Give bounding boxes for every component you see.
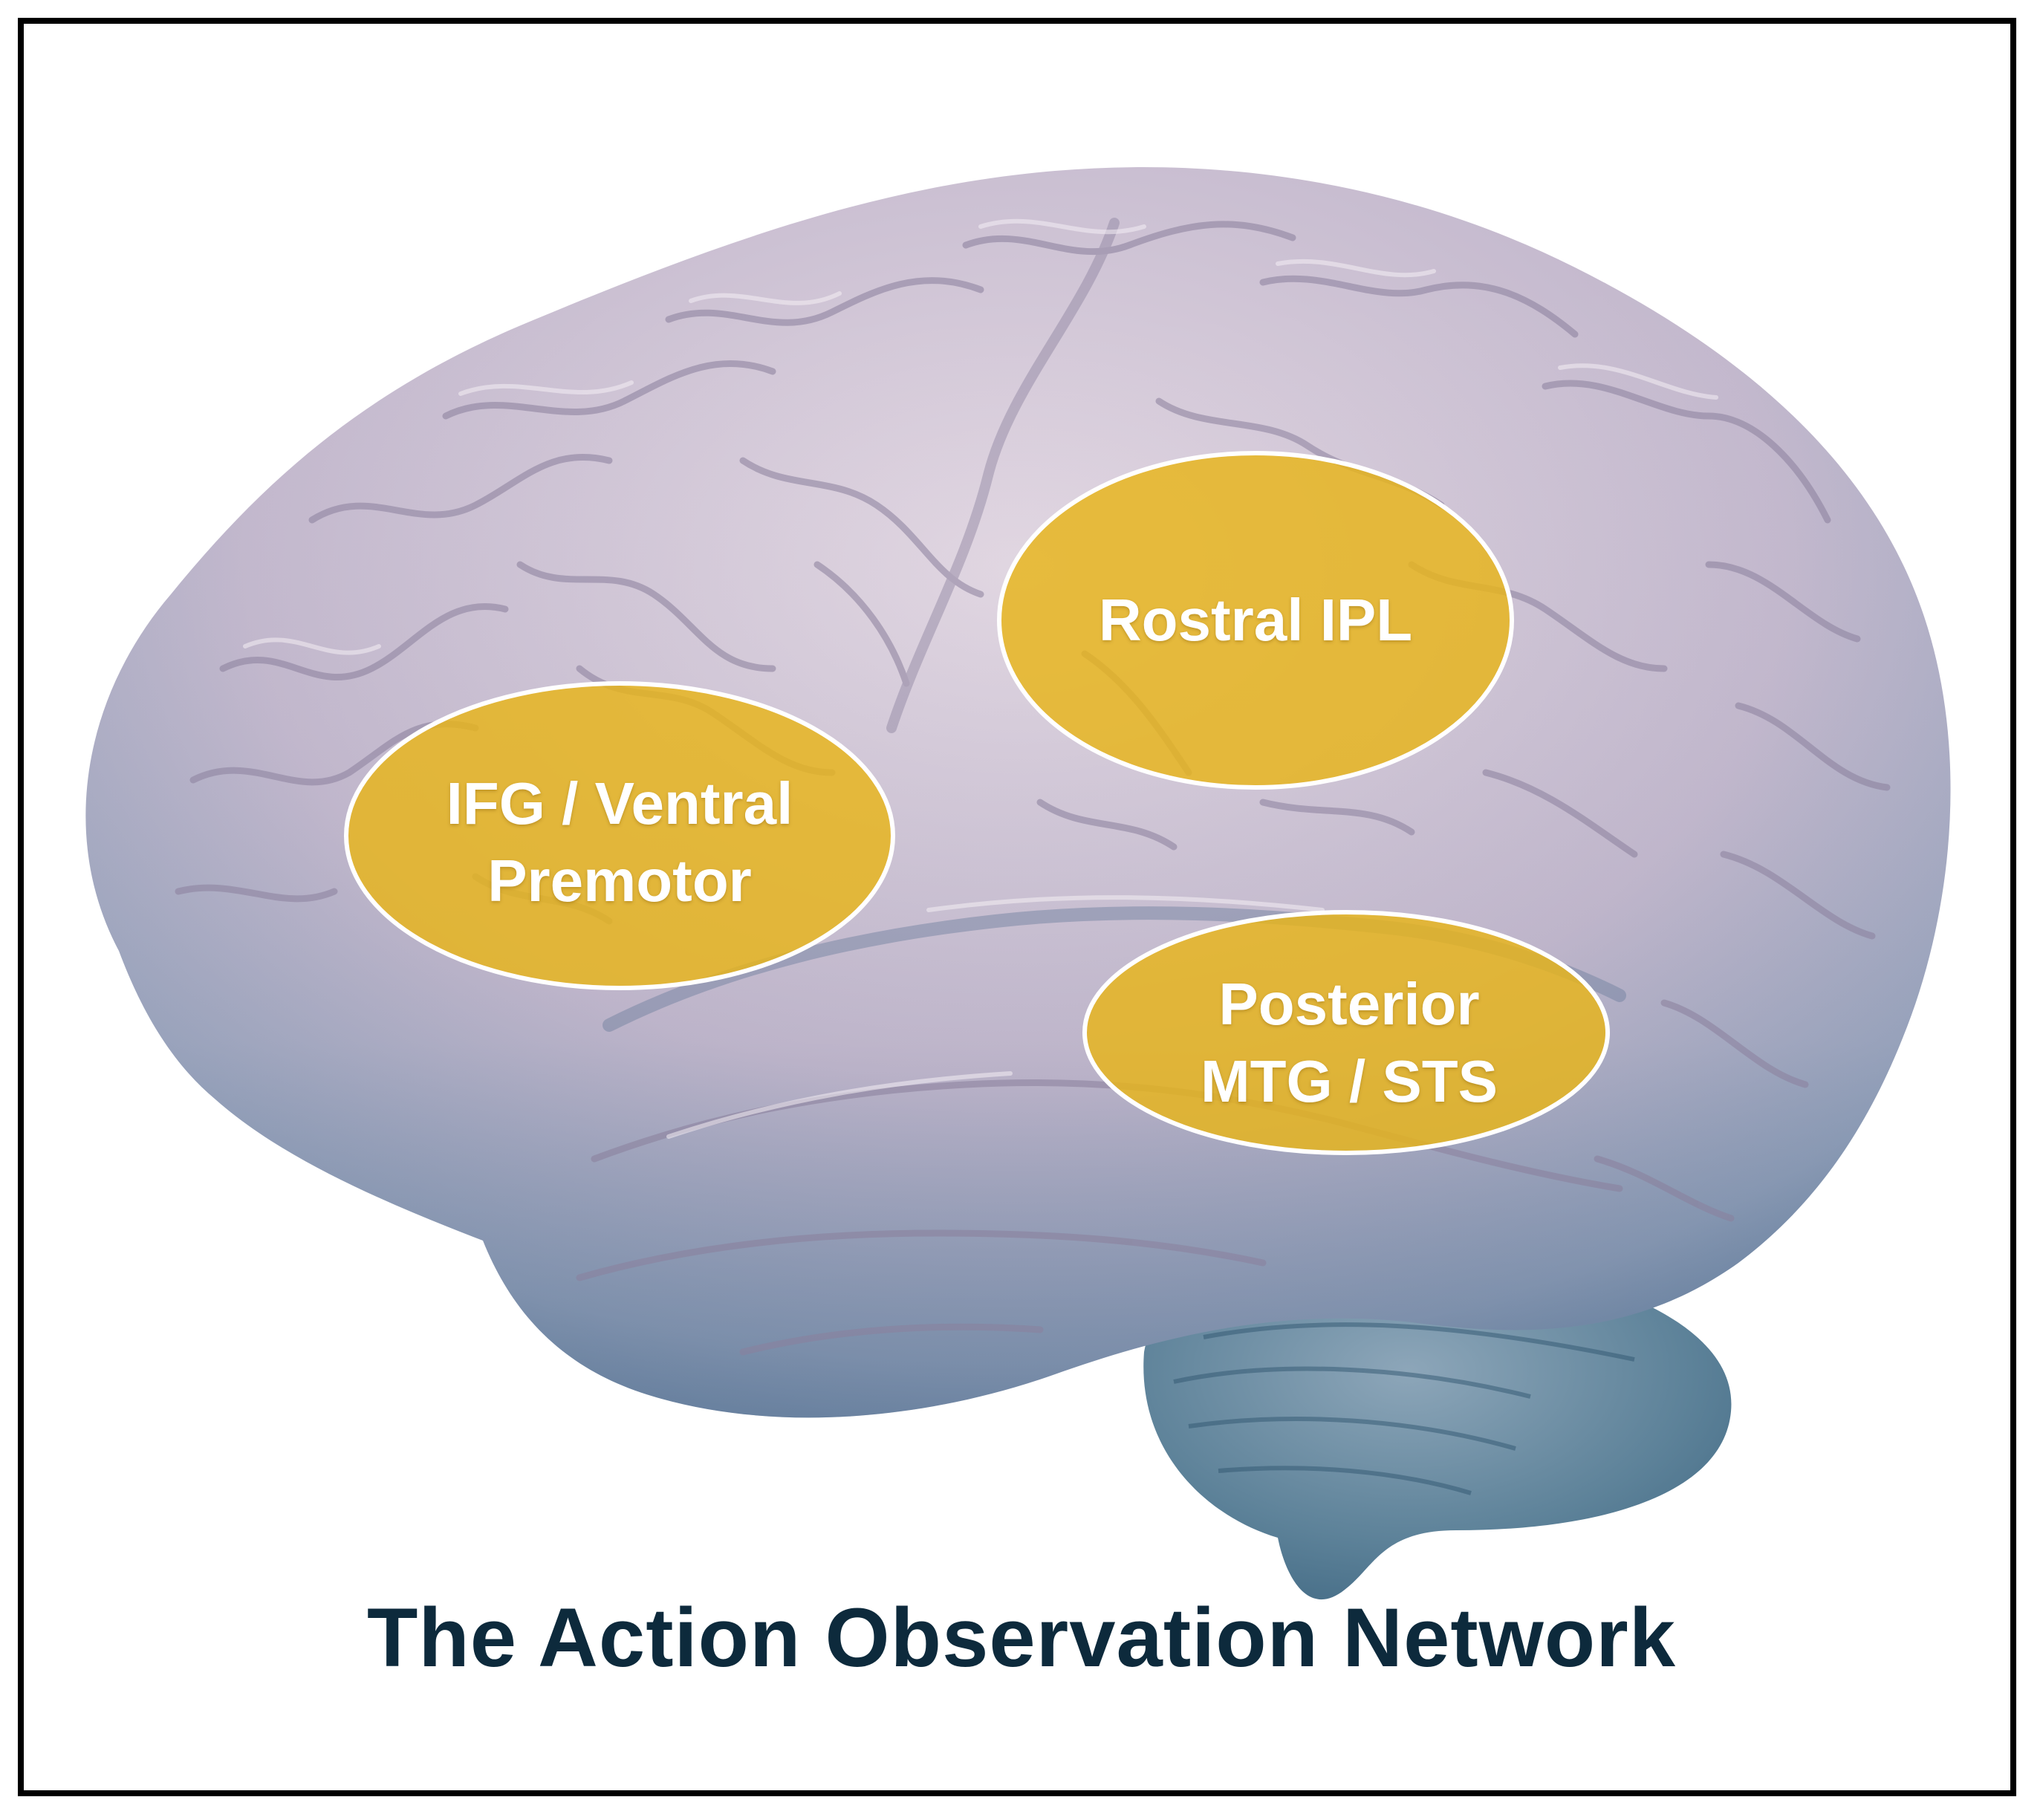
label-rostral-ipl: Rostral IPL: [995, 582, 1516, 659]
region-posterior-mtg-sts: [1082, 910, 1610, 1155]
region-ifg-ventral-premotor: [344, 681, 895, 990]
label-ifg-ventral-premotor: IFG / Ventral Premotor: [345, 765, 894, 920]
cerebellum: [1143, 1248, 1732, 1600]
region-rostral-ipl: [997, 451, 1514, 790]
label-line: Premotor: [487, 848, 752, 914]
region-highlights: [344, 451, 1610, 1155]
label-posterior-mtg-sts: Posterior MTG / STS: [1067, 966, 1631, 1120]
label-line: IFG / Ventral: [446, 770, 793, 836]
label-line: Posterior: [1218, 971, 1480, 1037]
figure-title: The Action Observation Network: [366, 1591, 1677, 1684]
label-line: MTG / STS: [1201, 1048, 1498, 1114]
label-line: Rostral IPL: [1098, 587, 1413, 653]
